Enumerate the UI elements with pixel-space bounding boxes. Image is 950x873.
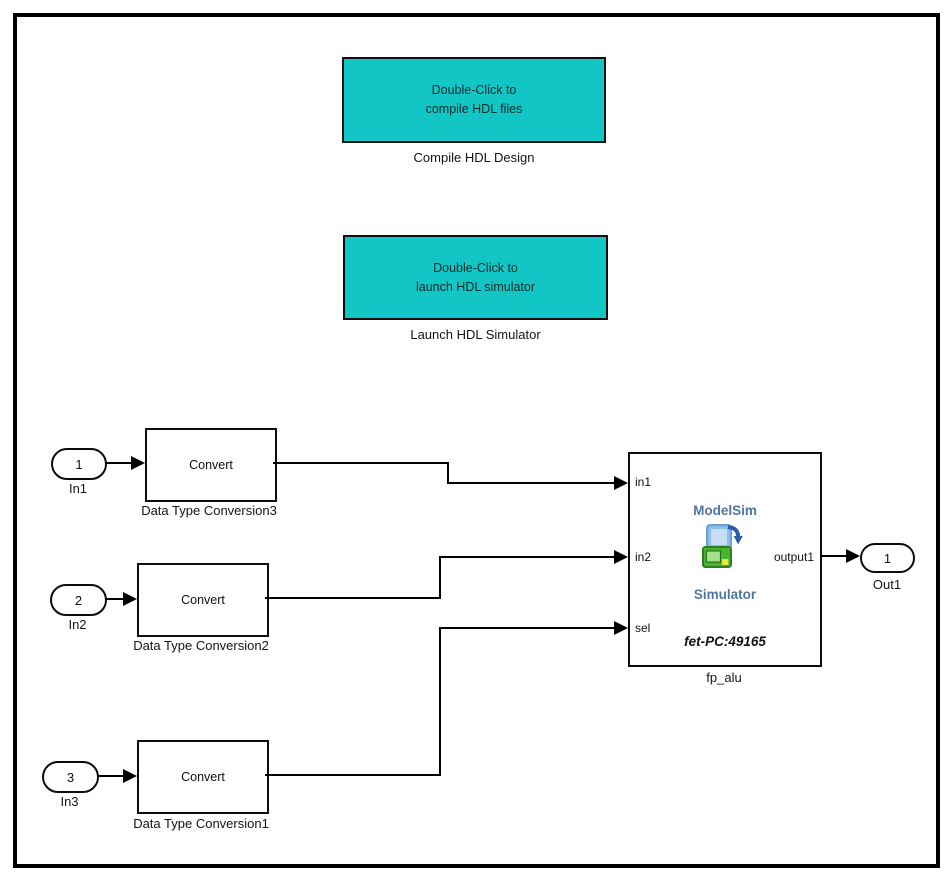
outport-name-label: Out1	[872, 577, 902, 592]
annotation-text-line: Double-Click to	[431, 83, 517, 97]
conversion3-name-label: Data Type Conversion3	[141, 503, 277, 518]
conversion1-name-label: Data Type Conversion1	[133, 816, 269, 831]
compile-hdl-annotation-block[interactable]: Double-Click to compile HDL files	[342, 57, 606, 143]
model-frame	[13, 13, 940, 868]
outport-number: 1	[883, 550, 892, 566]
annotation-text-line: launch HDL simulator	[415, 279, 536, 294]
wire-in3-to-convert1[interactable]	[97, 775, 125, 777]
wire-convert1-seg-h1[interactable]	[265, 774, 441, 776]
wire-in2-to-convert2[interactable]	[105, 598, 125, 600]
cosim-port-in1: in1	[635, 475, 652, 489]
wire-arrowhead	[614, 550, 628, 564]
inport-name-label: In1	[68, 481, 88, 496]
inport-number: 2	[74, 592, 83, 608]
inport-number: 3	[66, 769, 75, 785]
wire-arrowhead	[123, 592, 137, 606]
cosim-host-text: fet-PC:49165	[684, 634, 766, 649]
cosim-port-output1: output1	[773, 550, 814, 564]
convert-block-text: Convert	[181, 770, 225, 784]
annotation-text-line: compile HDL files	[425, 102, 523, 116]
inport-name-label: In2	[68, 617, 87, 632]
wire-convert1-seg-v[interactable]	[439, 627, 441, 776]
cosim-port-in2: in2	[635, 550, 652, 564]
convert-block-text: Convert	[181, 593, 225, 607]
data-type-conversion3-block[interactable]: Convert	[145, 428, 277, 502]
launch-block-name-label: Launch HDL Simulator	[410, 327, 541, 342]
cosim-name-label: fp_alu	[706, 670, 742, 685]
wire-arrowhead	[131, 456, 145, 470]
inport-block-in1[interactable]: 1	[51, 448, 107, 480]
wire-convert3-seg-h1[interactable]	[273, 462, 449, 464]
wire-convert3-seg-h2[interactable]	[447, 482, 615, 484]
conversion2-name-label: Data Type Conversion2	[133, 638, 269, 653]
wire-convert2-seg-h1[interactable]	[265, 597, 441, 599]
inport-number: 1	[75, 456, 83, 472]
wire-arrowhead	[846, 549, 860, 563]
annotation-text-line: Double-Click to	[433, 260, 518, 275]
cosim-port-sel: sel	[635, 621, 651, 635]
inport-block-in2[interactable]: 2	[50, 584, 107, 616]
modelsim-cosim-block[interactable]: in1 in2 sel output1 ModelSim Simulator f…	[628, 452, 822, 667]
modelsim-cosim-icon	[702, 524, 747, 575]
outport-block-out1[interactable]: 1	[860, 543, 915, 573]
wire-arrowhead	[123, 769, 137, 783]
launch-hdl-annotation-block[interactable]: Double-Click to launch HDL simulator	[343, 235, 608, 320]
wire-convert1-seg-h2[interactable]	[439, 627, 615, 629]
wire-arrowhead	[614, 476, 628, 490]
wire-in1-to-convert3[interactable]	[105, 462, 133, 464]
modelsim-role-text: Simulator	[693, 587, 757, 602]
wire-convert3-seg-v[interactable]	[447, 462, 449, 484]
convert-block-text: Convert	[189, 458, 233, 472]
compile-block-name-label: Compile HDL Design	[413, 150, 535, 165]
wire-arrowhead	[614, 621, 628, 635]
data-type-conversion2-block[interactable]: Convert	[137, 563, 269, 637]
inport-name-label: In3	[60, 794, 79, 809]
wire-output1-to-out1[interactable]	[820, 555, 847, 557]
modelsim-vendor-text: ModelSim	[693, 503, 757, 518]
wire-convert2-seg-v[interactable]	[439, 556, 441, 599]
data-type-conversion1-block[interactable]: Convert	[137, 740, 269, 814]
wire-convert2-seg-h2[interactable]	[439, 556, 615, 558]
inport-block-in3[interactable]: 3	[42, 761, 99, 793]
